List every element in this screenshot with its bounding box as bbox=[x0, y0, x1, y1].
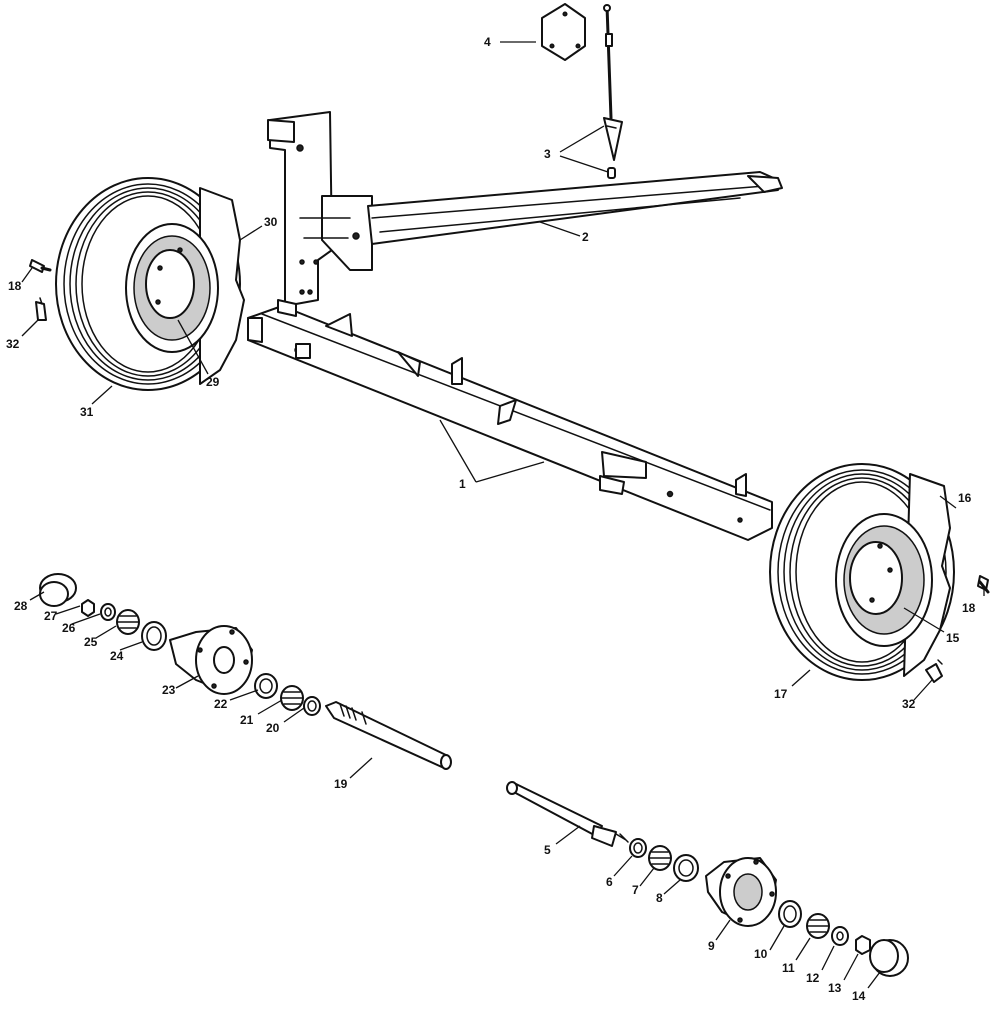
part-1-axle-beam bbox=[247, 299, 773, 541]
callout-22: 22 bbox=[214, 697, 228, 711]
leader-lines bbox=[21, 41, 985, 989]
callout-27: 27 bbox=[44, 609, 58, 623]
callout-31: 31 bbox=[80, 405, 94, 419]
callout-26: 26 bbox=[62, 621, 76, 635]
callout-21: 21 bbox=[240, 713, 254, 727]
part-4-hex-plate bbox=[541, 3, 586, 61]
callout-20: 20 bbox=[266, 721, 280, 735]
callout-10: 10 bbox=[754, 947, 768, 961]
callout-17: 17 bbox=[774, 687, 788, 701]
callout-16: 16 bbox=[958, 491, 972, 505]
part-2-tongue-assembly bbox=[267, 111, 783, 307]
callout-9: 9 bbox=[708, 939, 715, 953]
callout-5: 5 bbox=[544, 843, 551, 857]
callout-18-left: 18 bbox=[8, 279, 22, 293]
right-hub-exploded bbox=[506, 781, 909, 977]
right-wheel-assembly bbox=[769, 463, 955, 681]
callout-labels: 1 2 3 4 5 6 7 8 9 10 11 12 13 14 15 16 1… bbox=[6, 35, 976, 1003]
callout-11: 11 bbox=[782, 961, 795, 975]
callout-13: 13 bbox=[828, 981, 842, 995]
callout-1: 1 bbox=[459, 477, 466, 491]
part-32-valve-stem-left bbox=[35, 297, 47, 321]
callout-7: 7 bbox=[632, 883, 639, 897]
part-32-valve-stem-right bbox=[925, 659, 943, 683]
callout-8: 8 bbox=[656, 891, 663, 905]
callout-4: 4 bbox=[484, 35, 491, 49]
callout-28: 28 bbox=[14, 599, 28, 613]
callout-19: 19 bbox=[334, 777, 348, 791]
callout-3: 3 bbox=[544, 147, 551, 161]
left-wheel-assembly bbox=[55, 177, 245, 391]
callout-15: 15 bbox=[946, 631, 960, 645]
left-hub-exploded bbox=[39, 573, 452, 770]
callout-25: 25 bbox=[84, 635, 98, 649]
callout-30: 30 bbox=[264, 215, 278, 229]
part-18-bolt-left bbox=[29, 259, 52, 273]
callout-32-right: 32 bbox=[902, 697, 916, 711]
callout-23: 23 bbox=[162, 683, 176, 697]
callout-2: 2 bbox=[582, 230, 589, 244]
callout-12: 12 bbox=[806, 971, 820, 985]
part-3-jack-stand bbox=[603, 4, 623, 179]
callout-29: 29 bbox=[206, 375, 220, 389]
part-18-bolt-right bbox=[977, 575, 990, 594]
callout-6: 6 bbox=[606, 875, 613, 889]
callout-24: 24 bbox=[110, 649, 124, 663]
callout-18-right: 18 bbox=[962, 601, 976, 615]
callout-14: 14 bbox=[852, 989, 866, 1003]
callout-32-left: 32 bbox=[6, 337, 20, 351]
